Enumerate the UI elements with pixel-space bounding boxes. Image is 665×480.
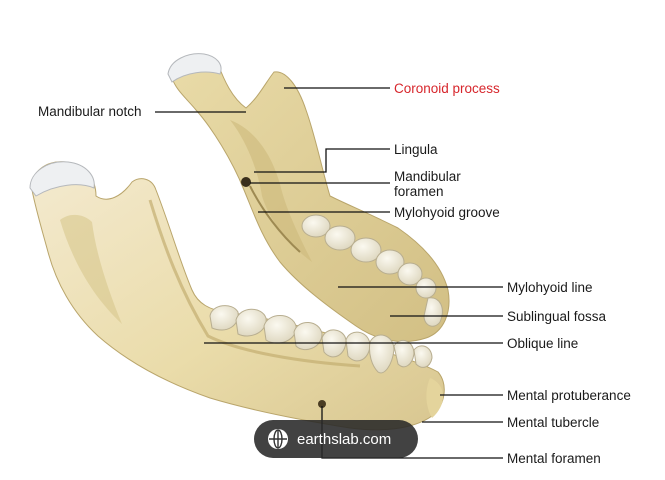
label-mylohyoid-groove: Mylohyoid groove <box>394 205 500 220</box>
inner-tooth <box>301 214 331 238</box>
outer-condyle-cartilage <box>29 161 95 197</box>
label-mental-tubercle: Mental tubercle <box>507 415 600 430</box>
globe-icon <box>268 429 288 449</box>
inner-condyle-cartilage <box>167 53 222 83</box>
badge-text: earthslab.com <box>297 430 392 448</box>
mandibular-foramen-mark <box>241 177 251 187</box>
label-sublingual-fossa: Sublingual fossa <box>507 309 607 324</box>
oblique-line-ridge <box>148 199 361 368</box>
label-mandibular-foramen-line2: foramen <box>394 184 444 199</box>
inner-tooth <box>350 237 382 263</box>
inner-ramus-shadow <box>230 120 312 262</box>
label-lingula: Lingula <box>394 142 438 157</box>
outer-tooth <box>235 308 267 337</box>
label-coronoid-process: Coronoid process <box>394 81 500 96</box>
mental-protuberance-shape <box>426 378 444 418</box>
leader-lingula <box>254 148 390 173</box>
outer-tooth <box>209 305 239 331</box>
mental-foramen-mark <box>318 400 326 408</box>
inner-tooth <box>415 277 437 299</box>
inner-tooth <box>375 249 405 275</box>
outer-incisor <box>393 339 415 368</box>
inner-tooth <box>397 262 423 286</box>
outer-tooth <box>345 331 371 362</box>
inner-ramus-and-body <box>171 60 450 343</box>
label-mylohyoid-line: Mylohyoid line <box>507 280 593 295</box>
label-mandibular-notch: Mandibular notch <box>38 104 142 119</box>
outer-incisor <box>413 345 433 368</box>
inner-teeth-row <box>301 214 443 327</box>
outer-ramus-shadow <box>60 214 122 324</box>
source-badge[interactable]: earthslab.com <box>254 420 418 458</box>
inner-tooth <box>324 225 356 251</box>
outer-canine <box>369 334 395 374</box>
label-mental-foramen: Mental foramen <box>507 451 601 466</box>
label-mental-protuberance: Mental protuberance <box>507 388 631 403</box>
inner-hemimandible <box>167 53 450 343</box>
inner-canine <box>423 297 443 327</box>
label-mandibular-foramen-line1: Mandibular <box>394 169 461 184</box>
mylohyoid-groove-mark <box>249 185 301 253</box>
label-oblique-line: Oblique line <box>507 336 579 351</box>
